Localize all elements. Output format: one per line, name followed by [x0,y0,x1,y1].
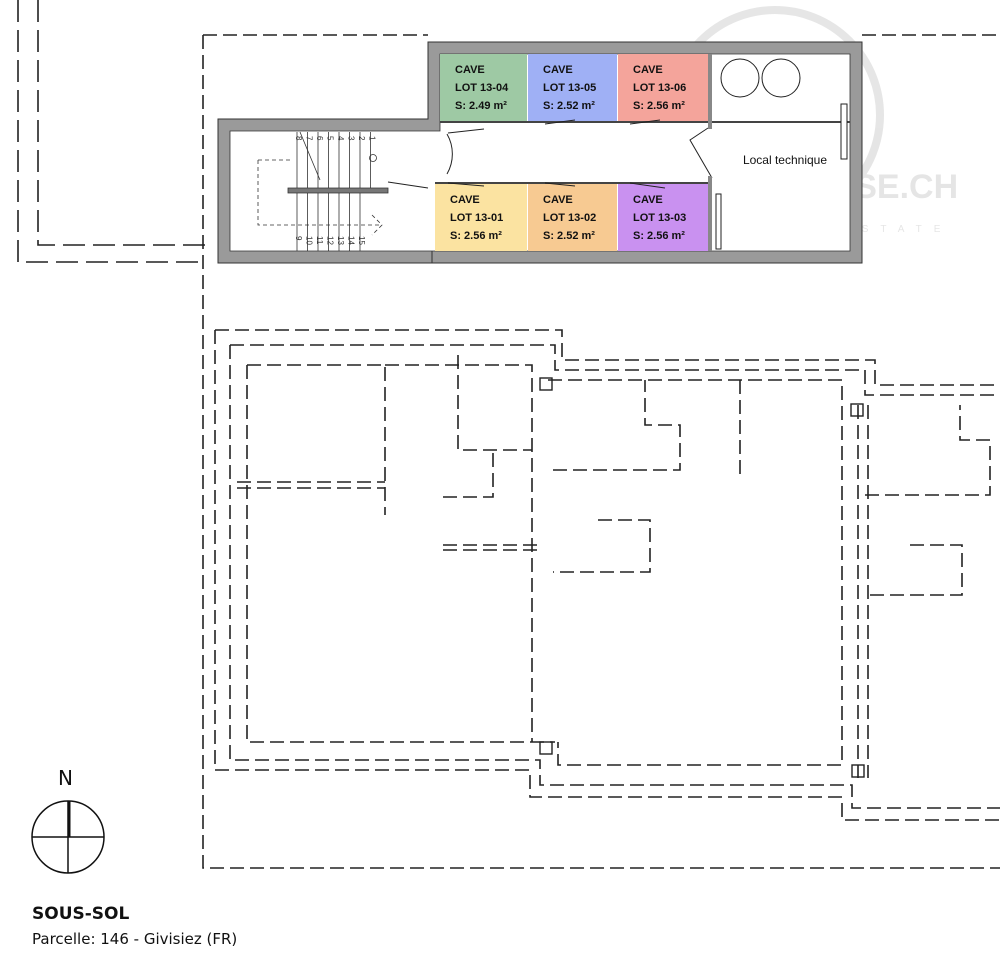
cave-lot: LOT 13-02 [543,212,596,224]
stair-number: 9 [294,236,303,241]
cave-area: S: 2.52 m² [543,230,595,242]
cave-type: CAVE [450,194,480,206]
cave-lot: LOT 13-01 [450,212,503,224]
stair-number: 11 [315,236,324,245]
cave-rooms: CAVE LOT 13-04 S: 2.49 m² CAVE LOT 13-05 S: 2… [435,54,708,251]
stair-number: 5 [326,136,335,141]
stair-number: 8 [294,136,303,141]
stair-number: 7 [305,136,314,141]
cave-room: CAVE LOT 13-03 S: 2.56 m² [618,184,708,251]
cave-room: CAVE LOT 13-01 S: 2.56 m² [435,184,527,251]
cave-room: CAVE LOT 13-06 S: 2.56 m² [618,54,708,122]
stair-number: 12 [326,236,335,245]
plan-title: SOUS-SOL [32,904,130,924]
cave-type: CAVE [455,64,485,76]
cave-area: S: 2.56 m² [633,230,685,242]
cave-type: CAVE [543,194,573,206]
cave-room: CAVE LOT 13-05 S: 2.52 m² [528,54,617,122]
cave-type: CAVE [633,194,663,206]
north-label: N [58,766,73,790]
cave-fill [440,54,527,122]
cave-fill [528,184,617,251]
stair-number: 2 [357,136,366,141]
cave-area: S: 2.56 m² [450,230,502,242]
cave-area: S: 2.49 m² [455,100,507,112]
cave-fill [528,54,617,122]
local-technique-label: Local technique [743,153,827,167]
stair-number: 10 [305,236,314,245]
stair-number: 3 [347,136,356,141]
cave-area: S: 2.56 m² [633,100,685,112]
stair-number: 13 [336,236,345,245]
stair-number: 14 [347,236,356,245]
north-arrow-icon [31,800,105,874]
property-lines [17,0,1000,869]
stair-number: 4 [336,136,345,141]
doors [387,54,850,251]
cave-lot: LOT 13-05 [543,82,596,94]
stair-number: 6 [315,136,324,141]
cave-lot: LOT 13-03 [633,212,686,224]
cave-room: CAVE LOT 13-04 S: 2.49 m² [440,54,527,122]
cave-fill [435,184,527,251]
stair-number: 1 [368,136,377,141]
cave-fill [618,54,708,122]
cave-fill [618,184,708,251]
cave-area: S: 2.52 m² [543,100,595,112]
cave-room: CAVE LOT 13-02 S: 2.52 m² [528,184,617,251]
stair-number: 15 [357,236,366,245]
cave-lot: LOT 13-06 [633,82,686,94]
plan-subtitle: Parcelle: 146 - Givisiez (FR) [32,930,238,948]
cave-type: CAVE [633,64,663,76]
cave-lot: LOT 13-04 [455,82,509,94]
cave-type: CAVE [543,64,573,76]
